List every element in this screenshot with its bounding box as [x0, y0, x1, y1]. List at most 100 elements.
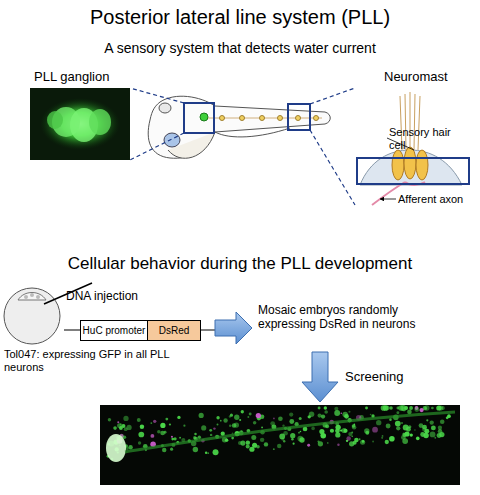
cell-dot — [140, 425, 144, 429]
cell-dot — [360, 440, 365, 445]
cell-dot — [436, 405, 441, 410]
cell-dot — [128, 445, 132, 449]
cell-dot — [389, 406, 393, 410]
cell-dot — [352, 425, 356, 429]
cell-dot — [253, 421, 257, 425]
cell-dot — [223, 418, 227, 422]
cell-dot — [321, 433, 327, 439]
cell-dot — [348, 432, 352, 436]
cell-dot — [229, 415, 231, 417]
cell-dot — [213, 427, 215, 429]
cell-dot — [251, 435, 256, 440]
cell-dot — [438, 426, 442, 430]
cell-dot — [324, 410, 328, 414]
cell-dot — [335, 432, 340, 437]
cell-dot — [170, 448, 173, 451]
cell-dot — [324, 406, 327, 409]
cell-dot — [440, 419, 445, 424]
zoom-indicator — [130, 88, 355, 205]
cell-dot — [201, 425, 206, 430]
cell-dot — [289, 412, 293, 416]
cell-dot — [126, 447, 129, 450]
cell-dot — [119, 426, 123, 430]
cell-dot — [334, 410, 340, 416]
cell-dot — [434, 437, 436, 439]
cell-dot — [300, 431, 302, 433]
title: Posterior lateral line system (PLL) — [0, 6, 480, 29]
cell-dot — [260, 438, 264, 442]
cell-dot — [346, 436, 351, 441]
cell-dot — [246, 444, 250, 448]
cell-dot — [322, 432, 324, 434]
cell-dot — [407, 410, 412, 415]
cell-dot — [231, 437, 234, 440]
ganglion-spot — [106, 434, 126, 462]
nerve-track — [125, 412, 455, 452]
cell-dot — [216, 416, 219, 419]
cell-dot — [293, 443, 295, 445]
text-label: PLL ganglion — [34, 70, 134, 85]
cell-dot — [240, 441, 245, 446]
cell-dot — [199, 413, 204, 418]
fluorescence-image — [100, 405, 460, 485]
cell-dot — [426, 419, 428, 421]
cell-dot — [335, 425, 340, 430]
cell-dot — [229, 425, 231, 427]
cell-dot — [365, 431, 369, 435]
cell-dot — [108, 418, 111, 421]
text-label: DNA injection — [66, 290, 166, 304]
cell-dot — [402, 433, 406, 437]
cell-dot — [431, 425, 436, 430]
cell-dot — [365, 407, 368, 410]
cell-dot — [348, 411, 350, 413]
cell-dot — [153, 420, 156, 423]
cell-dot — [173, 437, 176, 440]
cell-dot — [209, 429, 212, 432]
cell-dot — [150, 434, 154, 438]
cell-dot — [334, 407, 338, 411]
cell-dot — [386, 424, 391, 429]
cell-dot — [273, 418, 275, 420]
plasmid-segment: HuC promoter — [80, 320, 148, 341]
text-label: A sensory system that detects water curr… — [0, 40, 480, 56]
cell-dot — [225, 438, 228, 441]
cell-dot — [389, 418, 392, 421]
cell-dot — [309, 411, 314, 416]
cell-dot — [351, 435, 353, 437]
cell-dot — [160, 423, 165, 428]
cell-dot — [298, 432, 300, 434]
cell-dot — [318, 441, 323, 446]
cell-dot — [162, 448, 166, 452]
process-arrow — [215, 312, 252, 344]
cell-dot — [396, 411, 399, 414]
cell-dot — [270, 421, 275, 426]
neuromast-drawing — [357, 92, 469, 205]
cell-dot — [169, 423, 171, 425]
cell-dot — [207, 452, 209, 454]
cell-dot — [183, 425, 185, 427]
cell-dot — [205, 452, 207, 454]
cell-dot — [177, 416, 180, 419]
cell-dot — [410, 433, 413, 436]
cell-dot — [419, 423, 424, 428]
cell-dot — [401, 422, 403, 424]
cell-dot — [372, 427, 378, 433]
cell-dot — [318, 407, 321, 410]
cell-dot — [340, 429, 342, 431]
cell-dot — [342, 428, 347, 433]
cell-dot — [354, 438, 359, 443]
cell-dot — [430, 420, 434, 424]
cell-dot — [113, 426, 117, 430]
cell-dot — [307, 444, 310, 447]
cell-dot — [194, 433, 197, 436]
segment-label: HuC promoter — [83, 325, 146, 336]
cell-dot — [246, 440, 250, 444]
cell-dot — [273, 448, 275, 450]
cell-dot — [409, 406, 413, 410]
cell-dot — [419, 408, 423, 412]
cell-dot — [249, 447, 254, 452]
text-label: Neuromast — [384, 70, 479, 85]
cell-dot — [370, 414, 372, 416]
cell-dot — [430, 432, 436, 438]
